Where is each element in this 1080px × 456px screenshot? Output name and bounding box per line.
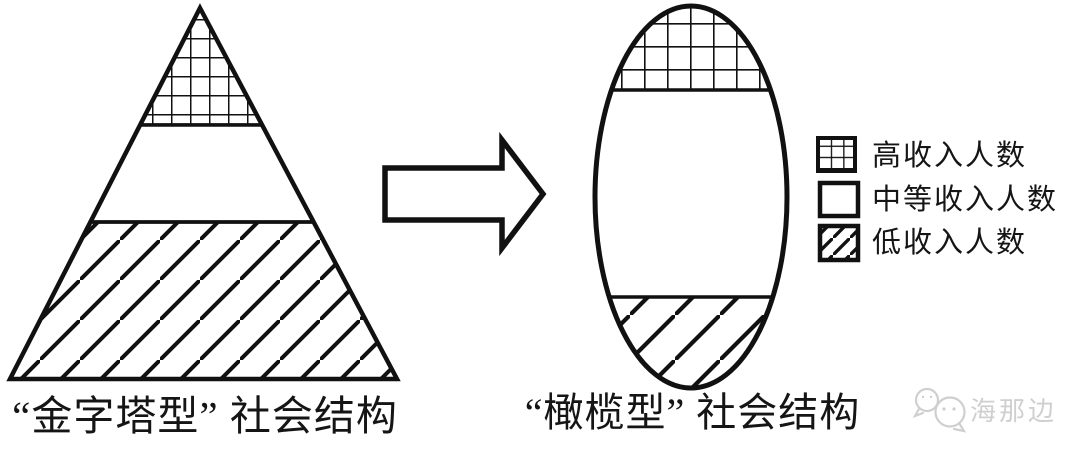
legend-label-low-income: 低收入人数	[872, 227, 1028, 259]
olive-caption: “橄榄型” 社会结构	[524, 390, 861, 435]
pyramid-outline	[6, 3, 401, 382]
olive-outline	[592, 3, 790, 391]
legend-swatches	[816, 136, 861, 263]
chat-bubbles-icon	[912, 387, 967, 433]
watermark-text: 海那边	[970, 396, 1058, 426]
pyramid-top-section	[137, 4, 265, 127]
olive-middle-section	[595, 6, 787, 388]
pyramid-caption: “金字塔型” 社会结构	[12, 393, 398, 439]
pyramid-middle-section	[87, 123, 317, 224]
olive-bottom-section	[609, 297, 773, 388]
legend-label-middle-income: 中等收入人数	[872, 184, 1059, 216]
legend-label-high-income: 高收入人数	[872, 140, 1028, 172]
legend-swatch-crosshatch	[816, 136, 857, 173]
legend-swatch-diagonal	[817, 223, 861, 263]
pyramid-diagram	[6, 3, 401, 382]
right-arrow-icon	[382, 131, 547, 257]
olive-top-section	[611, 6, 771, 90]
pyramid-bottom-section	[7, 220, 400, 381]
legend-swatch-blank	[817, 180, 861, 219]
olive-diagram	[592, 3, 790, 391]
